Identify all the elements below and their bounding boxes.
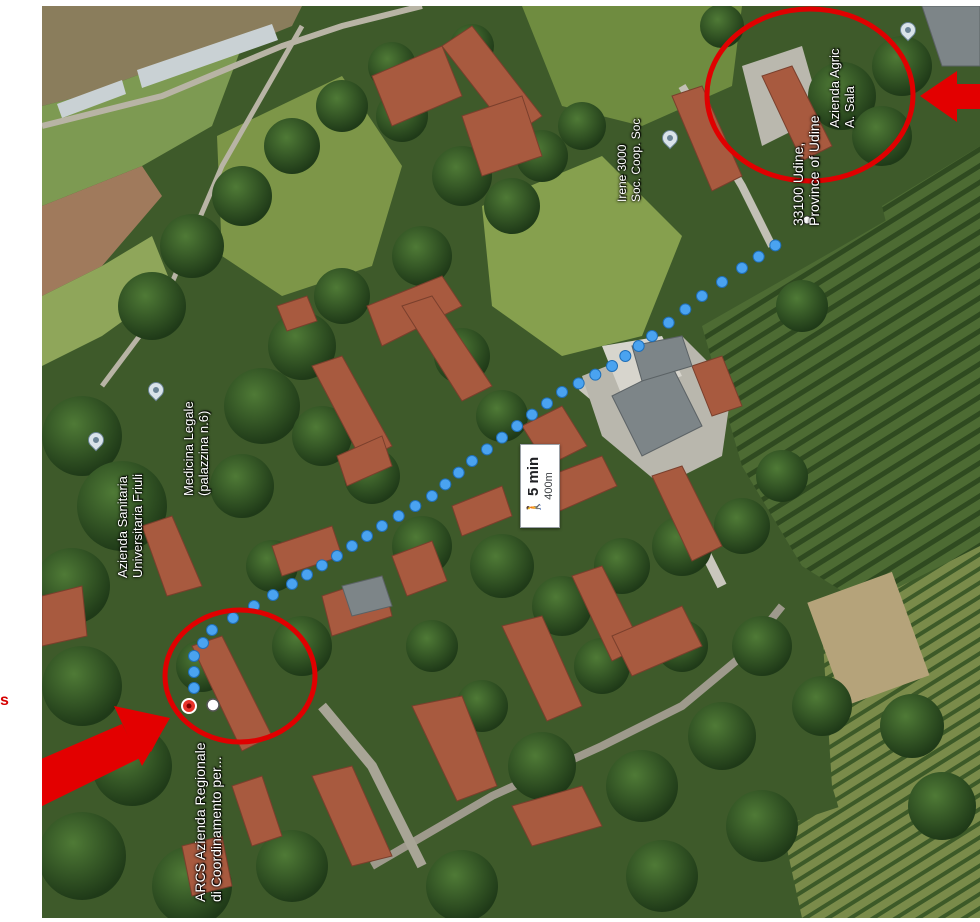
route-dot [481, 443, 493, 456]
route-dot [439, 478, 452, 491]
satellite-map[interactable]: Azienda Sanitaria Universitaria Friuli M… [42, 6, 980, 918]
route-dot [572, 377, 585, 390]
label-azienda-sanitaria[interactable]: Azienda Sanitaria Universitaria Friuli [115, 473, 145, 578]
route-dot [376, 520, 388, 532]
walk-time: 5 min [524, 456, 542, 496]
route-dot [286, 578, 298, 590]
route-dot [736, 262, 748, 274]
route-dot [541, 397, 553, 410]
route-dot [301, 568, 313, 581]
walking-route [188, 239, 782, 694]
route-dot [331, 550, 343, 562]
origin-arrow-shaft [42, 724, 140, 807]
route-dot [662, 316, 675, 329]
route-dot [206, 624, 218, 636]
pedestrian-icon: 🚶 [525, 499, 541, 516]
route-dot [619, 350, 632, 362]
route-dot [752, 250, 765, 263]
route-dot [392, 510, 405, 522]
destination-highlight-circle [704, 6, 916, 184]
route-dot [361, 530, 373, 542]
route-dot [466, 455, 478, 467]
destination-point-icon[interactable] [802, 215, 812, 225]
label-arcs[interactable]: ARCS Azienda Regionale di Coordinamento … [192, 742, 225, 902]
route-dot [632, 340, 645, 352]
route-dot [589, 368, 602, 381]
route-dot [511, 420, 523, 432]
route-dot [679, 303, 692, 316]
route-dot [346, 540, 358, 552]
label-udine-address[interactable]: 33100 Udine, Province of Udine [790, 115, 823, 226]
place-marker-icon[interactable] [206, 698, 220, 712]
route-dot [526, 408, 538, 421]
route-dot [188, 682, 200, 694]
destination-arrow [920, 71, 980, 122]
route-dot [646, 330, 658, 342]
route-dot [716, 276, 728, 288]
route-dot [267, 589, 279, 601]
route-dot [188, 666, 200, 678]
route-dot [316, 559, 328, 572]
edge-text: s [0, 692, 9, 709]
route-dot [452, 466, 465, 479]
route-dot [769, 239, 782, 252]
route-dot [606, 360, 618, 372]
walking-time-callout[interactable]: 🚶 5 min 400m [520, 444, 560, 528]
route-dot [188, 650, 200, 662]
route-dot [556, 386, 568, 398]
route-dot [197, 637, 209, 649]
route-dot [426, 490, 438, 502]
walk-distance: 400m [542, 472, 555, 500]
route-dot [696, 290, 708, 302]
route-dot [227, 612, 239, 624]
map-imagery [42, 6, 980, 918]
label-azienda-agricola[interactable]: Azienda Agric A. Sala [827, 48, 857, 129]
origin-arrow-head [114, 706, 170, 766]
origin-highlight-circle [162, 607, 318, 745]
label-medicina-legale[interactable]: Medicina Legale (palazzina n.6) [181, 401, 211, 496]
route-dot [409, 500, 422, 512]
label-irene-3000[interactable]: Irene 3000 Soc. Coop. Soc [615, 118, 643, 202]
route-dot [496, 431, 508, 444]
